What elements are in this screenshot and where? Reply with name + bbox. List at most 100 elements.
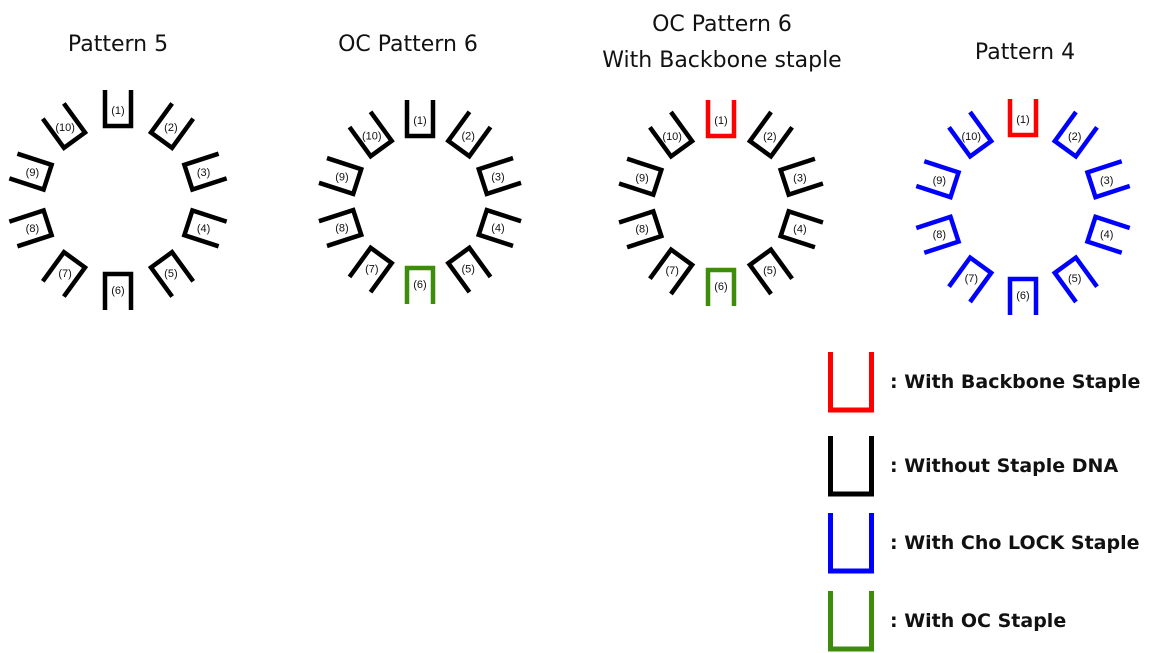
u-staple-shape bbox=[445, 110, 493, 160]
pattern-3-unit-label: (8) bbox=[635, 224, 648, 236]
pattern-1-unit-label: (7) bbox=[58, 268, 71, 280]
pattern-1-unit-6 bbox=[102, 271, 134, 310]
pattern-2-unit-label: (10) bbox=[362, 131, 382, 143]
pattern-4-unit-label: (10) bbox=[962, 131, 982, 143]
pattern-3-unit-6 bbox=[705, 267, 737, 306]
pattern-1-unit-label: (6) bbox=[111, 285, 124, 297]
pattern-2-unit-label: (6) bbox=[413, 279, 426, 291]
u-staple-shape bbox=[347, 244, 395, 294]
u-staple-shape bbox=[1051, 254, 1099, 304]
u-staple-shape bbox=[1051, 110, 1099, 160]
pattern-3-unit-1 bbox=[705, 100, 737, 139]
pattern-1-unit-label: (9) bbox=[26, 167, 39, 179]
u-staple-shape bbox=[40, 249, 89, 298]
pattern-2-unit-label: (7) bbox=[365, 263, 378, 275]
pattern-4-unit-2 bbox=[1051, 110, 1099, 160]
pattern-3-unit-4 bbox=[777, 208, 824, 250]
u-staple-shape bbox=[915, 159, 962, 200]
pattern-1-unit-5 bbox=[147, 249, 196, 298]
u-staple-shape bbox=[147, 249, 196, 298]
pattern-3-unit-label: (5) bbox=[763, 265, 776, 277]
pattern-3-unit-label: (4) bbox=[793, 224, 806, 236]
pattern-4-unit-10 bbox=[947, 110, 995, 160]
pattern-3-unit-7 bbox=[648, 246, 696, 296]
pattern-3-unit-3 bbox=[777, 156, 824, 198]
pattern-1-unit-label: (3) bbox=[197, 167, 210, 179]
pattern-4-unit-label: (9) bbox=[933, 175, 946, 187]
u-staple-shape bbox=[705, 267, 737, 306]
pattern-4-unit-label: (3) bbox=[1100, 175, 1113, 187]
u-staple-shape bbox=[648, 246, 696, 296]
pattern-1-unit-8 bbox=[8, 207, 55, 249]
u-staple-shape bbox=[705, 100, 737, 139]
pattern-3-unit-label: (1) bbox=[714, 115, 727, 127]
pattern-4-unit-label: (6) bbox=[1016, 290, 1029, 302]
pattern-2-unit-label: (4) bbox=[491, 222, 504, 234]
u-staple-shape bbox=[347, 110, 395, 160]
u-staple-shape bbox=[445, 244, 493, 294]
pattern-2-unit-label: (1) bbox=[413, 115, 426, 127]
u-staple-shape bbox=[746, 110, 794, 160]
pattern-1-unit-label: (1) bbox=[111, 105, 124, 117]
pattern-3-unit-2 bbox=[746, 110, 794, 160]
pattern-2-unit-4 bbox=[475, 207, 522, 249]
u-staple-shape bbox=[947, 254, 995, 304]
pattern-2-unit-5 bbox=[445, 244, 493, 294]
pattern-4-unit-label: (7) bbox=[965, 273, 978, 285]
pattern-2-unit-3 bbox=[475, 155, 522, 197]
pattern-1-unit-10 bbox=[40, 102, 89, 151]
pattern-2-unit-9 bbox=[318, 155, 365, 197]
pattern-4-unit-9 bbox=[915, 159, 962, 200]
pattern-4-title: Pattern 4 bbox=[974, 40, 1076, 65]
pattern-3-unit-5 bbox=[746, 246, 794, 296]
pattern-3-unit-label: (3) bbox=[793, 172, 806, 184]
pattern-2-unit-label: (9) bbox=[335, 172, 348, 184]
u-staple-shape bbox=[947, 110, 995, 160]
pattern-1-unit-label: (8) bbox=[26, 223, 39, 235]
pattern-2-unit-2 bbox=[445, 110, 493, 160]
u-staple-shape bbox=[147, 102, 196, 151]
u-staple-shape bbox=[618, 208, 665, 250]
pattern-2-unit-label: (3) bbox=[491, 172, 504, 184]
pattern-2-unit-6 bbox=[404, 265, 436, 304]
legend-label-oc: : With OC Staple bbox=[890, 610, 1067, 632]
u-staple-shape bbox=[1007, 276, 1039, 315]
pattern-4-unit-7 bbox=[947, 254, 995, 304]
u-staple-shape bbox=[618, 156, 665, 198]
u-staple-shape bbox=[777, 208, 824, 250]
pattern-1-unit-3 bbox=[181, 151, 228, 193]
pattern-3-unit-label: (9) bbox=[635, 172, 648, 184]
u-staple-shape bbox=[8, 207, 55, 249]
pattern-2-unit-8 bbox=[318, 207, 365, 249]
pattern-4-unit-6 bbox=[1007, 276, 1039, 315]
pattern-3-unit-9 bbox=[618, 156, 665, 198]
pattern-1-unit-1 bbox=[102, 90, 134, 129]
pattern-4-unit-3 bbox=[1084, 159, 1131, 200]
pattern-4-unit-label: (1) bbox=[1016, 114, 1029, 126]
pattern-1-unit-9 bbox=[8, 151, 55, 193]
pattern-4-unit-4 bbox=[1084, 214, 1131, 255]
legend-label-none: : Without Staple DNA bbox=[890, 455, 1119, 477]
pattern-1-unit-label: (5) bbox=[164, 268, 177, 280]
pattern-1-unit-4 bbox=[181, 207, 228, 249]
u-staple-shape bbox=[102, 90, 134, 129]
u-staple-shape bbox=[318, 155, 365, 197]
pattern-2-unit-label: (5) bbox=[461, 263, 474, 275]
pattern-4-unit-label: (4) bbox=[1100, 229, 1113, 241]
legend-label-cholock: : With Cho LOCK Staple bbox=[890, 532, 1140, 554]
legend-label-backbone: : With Backbone Staple bbox=[890, 371, 1141, 393]
pattern-1-unit-label: (2) bbox=[164, 122, 177, 134]
pattern-3-unit-10 bbox=[648, 110, 696, 160]
pattern-3-unit-label: (7) bbox=[665, 265, 678, 277]
u-staple-shape bbox=[40, 102, 89, 151]
pattern-1-unit-7 bbox=[40, 249, 89, 298]
u-staple-shape bbox=[318, 207, 365, 249]
pattern-4-unit-1 bbox=[1007, 99, 1039, 138]
u-staple-shape bbox=[777, 156, 824, 198]
pattern-4-unit-label: (8) bbox=[933, 229, 946, 241]
pattern-1-unit-2 bbox=[147, 102, 196, 151]
u-staple-shape bbox=[1007, 99, 1039, 138]
legend-icon-cholock bbox=[828, 513, 874, 574]
u-staple-shape bbox=[102, 271, 134, 310]
